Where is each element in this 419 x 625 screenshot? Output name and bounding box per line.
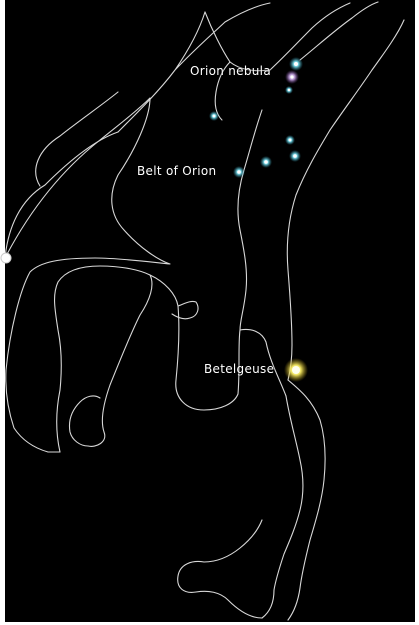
circle-handle-icon[interactable]	[1, 253, 11, 263]
right-leg-outline	[262, 380, 325, 620]
shield-outline	[5, 98, 170, 452]
hand-outline	[69, 275, 198, 446]
left-leg-outline	[178, 520, 262, 618]
orion-nebula-label: Orion nebula	[190, 64, 271, 78]
belt-of-orion-stars	[233, 135, 301, 178]
betelgeuse-label: Betelgeuse	[204, 362, 274, 376]
betelgeuse-star	[284, 358, 308, 382]
right-body-outline	[287, 130, 330, 380]
torso-outline	[176, 306, 286, 410]
belt-of-orion-label: Belt of Orion	[137, 164, 216, 178]
left-body-outline	[238, 110, 262, 330]
arm-outline	[5, 92, 118, 258]
